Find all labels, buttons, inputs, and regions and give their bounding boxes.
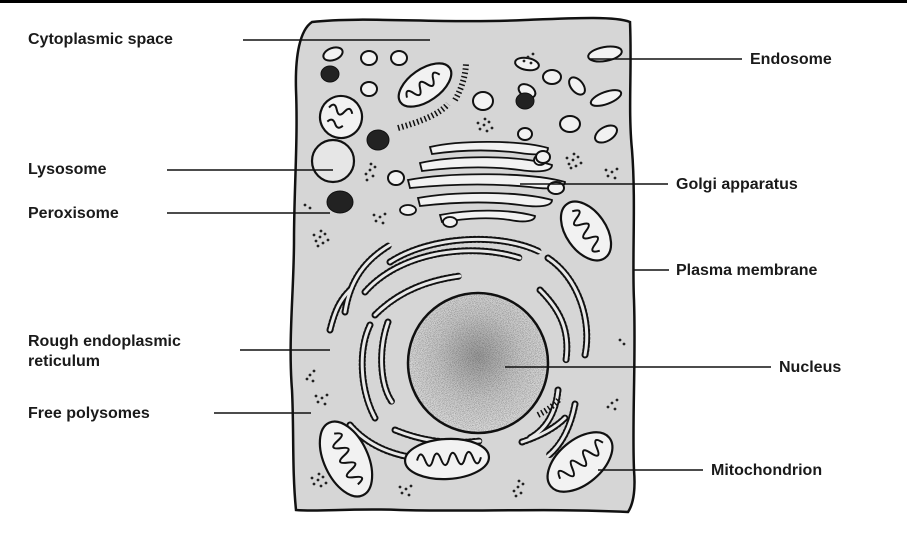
label-free-polysomes: Free polysomes [28,404,150,423]
label-nucleus: Nucleus [779,358,841,377]
peroxisome [327,191,353,213]
label-mitochondrion: Mitochondrion [711,461,822,480]
label-endosome: Endosome [750,50,832,69]
label-rough-er-line2: reticulum [28,352,100,371]
label-cytoplasmic-space: Cytoplasmic space [28,30,173,49]
label-plasma-membrane: Plasma membrane [676,261,817,280]
label-golgi-apparatus: Golgi apparatus [676,175,798,194]
label-rough-er-line1: Rough endoplasmic [28,332,181,351]
label-lysosome: Lysosome [28,160,107,179]
label-peroxisome: Peroxisome [28,204,119,223]
lysosome [312,140,354,182]
